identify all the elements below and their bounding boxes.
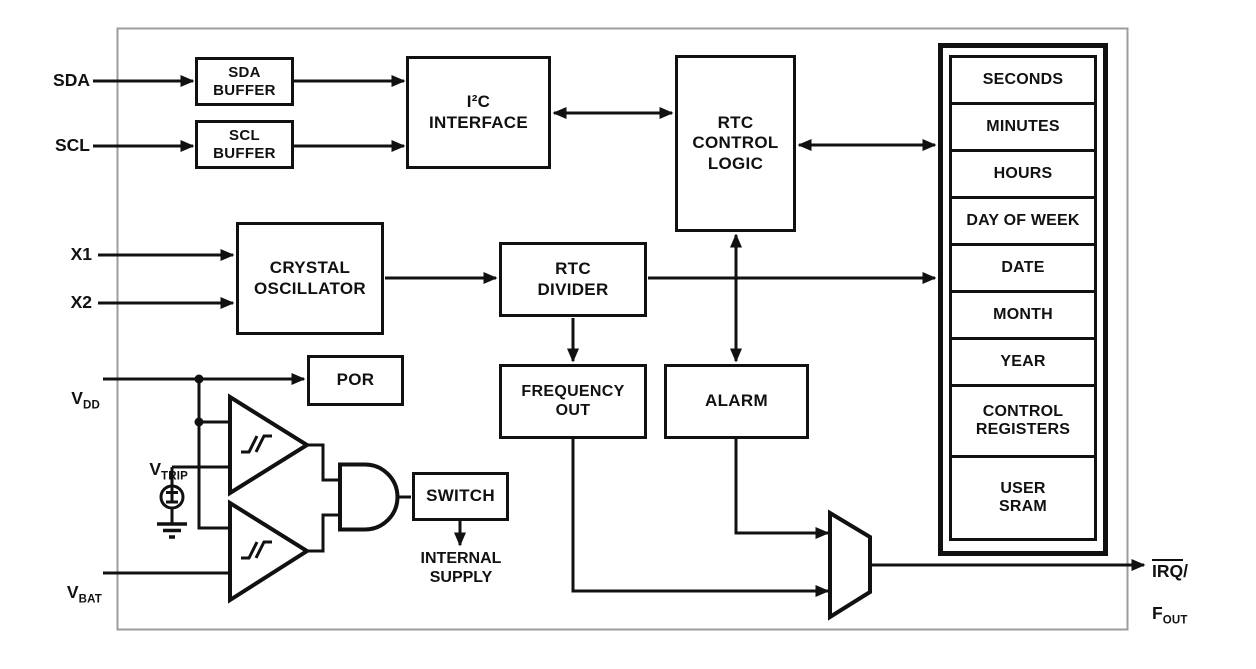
mux-icon: [828, 509, 872, 621]
hysteresis-icon-lower: [241, 540, 272, 560]
register-row-hours: HOURS: [949, 149, 1097, 199]
register-row-day-of-week: DAY OF WEEK: [949, 196, 1097, 246]
fout-sub: OUT: [1162, 614, 1188, 627]
vbat-base: V: [66, 582, 79, 602]
pin-label-vdd: VDD: [20, 367, 100, 412]
block-rtc-control-logic: RTC CONTROL LOGIC: [675, 55, 796, 232]
vdd-base: V: [71, 388, 83, 408]
register-row-seconds: SECONDS: [949, 55, 1097, 105]
register-row-year: YEAR: [949, 337, 1097, 387]
block-switch: SWITCH: [412, 472, 509, 521]
label-internal-supply: INTERNAL SUPPLY: [420, 550, 502, 587]
junction-dots: [194, 374, 204, 427]
vtrip-voltage-source-icon: [159, 467, 185, 524]
register-row-date: DATE: [949, 243, 1097, 293]
vdd-sub: DD: [82, 399, 100, 412]
and-gate-icon: [338, 462, 400, 532]
block-alarm: ALARM: [664, 364, 809, 439]
vdd-branch-to-lower-comparator: [197, 379, 230, 530]
fout-base: F: [1152, 603, 1163, 623]
register-file: SECONDS MINUTES HOURS DAY OF WEEK DATE M…: [938, 43, 1108, 556]
lower-comparator-output-wire: [307, 513, 340, 553]
comparator-branch-dot: [194, 417, 204, 427]
vtrip-base: V: [149, 459, 161, 479]
alarm-to-mux-wire: [734, 439, 830, 539]
pin-label-scl: SCL: [55, 135, 90, 155]
pin-label-vbat: VBAT: [18, 561, 102, 606]
block-por: POR: [307, 355, 404, 406]
upper-comparator-output-wire: [307, 443, 340, 482]
block-crystal-oscillator: CRYSTAL OSCILLATOR: [236, 222, 384, 335]
vdd-junction-dot: [194, 374, 204, 384]
upper-schmitt-comparator-icon: [228, 393, 311, 497]
block-scl-buffer: SCL BUFFER: [195, 120, 294, 169]
analog-symbols: [157, 393, 872, 621]
block-i2c-interface: I²C INTERFACE: [406, 56, 551, 169]
register-row-minutes: MINUTES: [949, 102, 1097, 152]
frequency-to-mux-wire: [571, 439, 830, 597]
block-frequency-out: FREQUENCY OUT: [499, 364, 647, 439]
hysteresis-icon-upper: [241, 434, 272, 454]
chip-boundary: [116, 27, 1129, 631]
ground-icon: [157, 522, 187, 539]
pin-label-x2: X2: [70, 292, 92, 312]
pin-label-sda: SDA: [53, 70, 90, 90]
block-rtc-divider: RTC DIVIDER: [499, 242, 647, 317]
lower-schmitt-comparator-icon: [228, 499, 311, 604]
vtrip-sub: TRIP: [161, 470, 188, 483]
irq-line: IRQ/: [1152, 559, 1188, 582]
fout-line: FOUT: [1152, 603, 1188, 627]
register-row-control-registers: CONTROL REGISTERS: [949, 384, 1097, 458]
pin-label-x1: X1: [70, 244, 92, 264]
vbat-sub: BAT: [78, 593, 102, 606]
register-row-user-sram: USER SRAM: [949, 455, 1097, 541]
irq-slash: /: [1183, 561, 1188, 581]
block-sda-buffer: SDA BUFFER: [195, 57, 294, 106]
register-row-month: MONTH: [949, 290, 1097, 340]
pin-label-vtrip: VTRIP: [100, 438, 188, 483]
irq-overlined: IRQ: [1152, 559, 1184, 581]
pin-label-irq-fout: IRQ/ FOUT: [1152, 538, 1188, 645]
